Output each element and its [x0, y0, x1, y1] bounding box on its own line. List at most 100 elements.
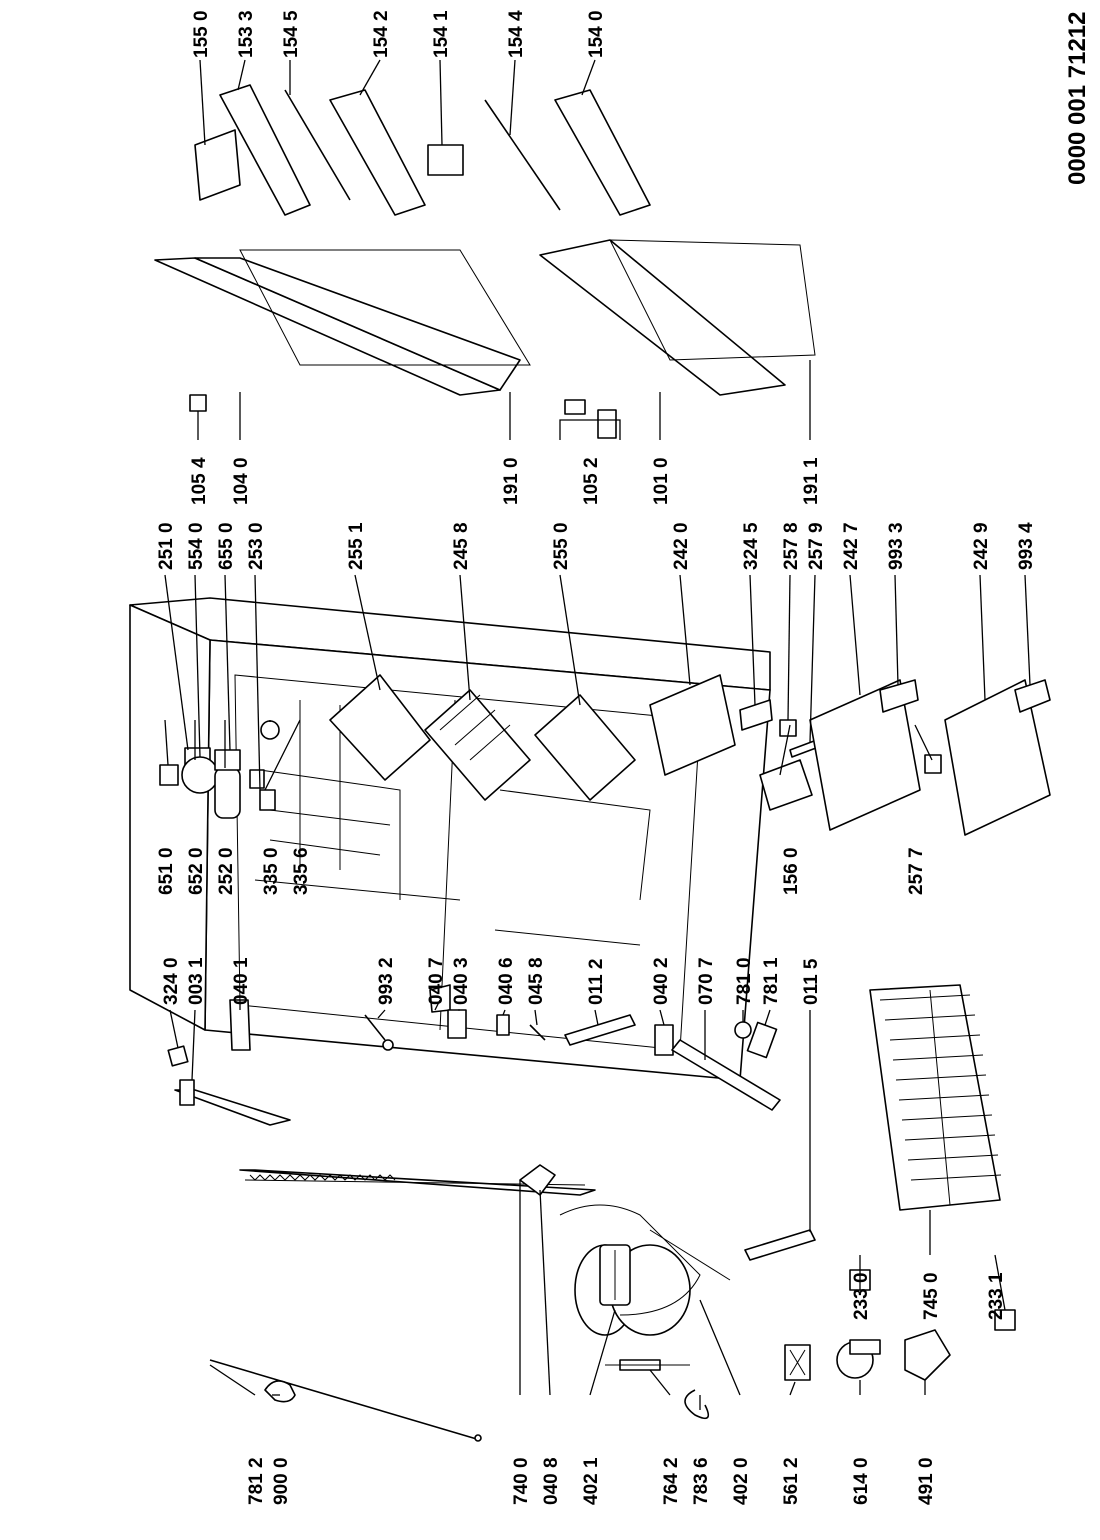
label-3245: 324 5: [741, 522, 762, 570]
label-2420: 242 0: [671, 522, 692, 570]
label-9934: 993 4: [1016, 522, 1037, 570]
leader-lines: [164, 59, 1031, 1410]
shelf-2550: [534, 694, 636, 801]
rail-0112: [564, 1014, 636, 1046]
balcony-1542: [329, 89, 426, 216]
cover-part: [904, 1329, 951, 1381]
label-6140: 614 0: [851, 1457, 872, 1505]
egg-tray-1560: [759, 759, 813, 811]
spring-clip: [684, 1389, 710, 1420]
plug-7811: [746, 1021, 778, 1059]
hinge-0403: [447, 1009, 467, 1039]
hinge-0401: [229, 999, 251, 1051]
label-1533: 153 3: [236, 10, 257, 58]
label-7400: 740 0: [511, 1457, 532, 1505]
label-7450: 745 0: [921, 1272, 942, 1320]
label-1560: 156 0: [781, 847, 802, 895]
label-3240: 324 0: [161, 957, 182, 1005]
label-4910: 491 0: [916, 1457, 937, 1505]
clip-2577: [924, 754, 942, 774]
egg-holder-1550: [194, 129, 241, 201]
label-1544: 154 4: [506, 10, 527, 58]
label-0406: 040 6: [496, 957, 517, 1005]
trim-0707: [671, 1039, 781, 1111]
wire-rack: [869, 984, 1002, 1211]
grommet-7810: [734, 1021, 752, 1039]
label-1911: 191 1: [801, 457, 822, 505]
thermostat-part: [836, 1339, 881, 1379]
clip-1052: [564, 399, 617, 439]
label-9932: 993 2: [376, 957, 397, 1005]
drawing-number: 0000 001 71212: [1064, 11, 1091, 185]
bar-1544: [484, 99, 561, 211]
part-labels: 781 2 900 0 740 0 040 8 402 1 764 2 783 …: [156, 10, 1037, 1505]
label-0031: 003 1: [186, 957, 207, 1005]
balcony-1533: [219, 84, 311, 216]
label-0401: 040 1: [231, 957, 252, 1005]
label-4020: 402 0: [731, 1457, 752, 1505]
label-0112: 011 2: [586, 959, 607, 1006]
drain-tube: [209, 1359, 482, 1442]
label-1054: 105 4: [189, 457, 210, 505]
label-1910: 191 0: [501, 457, 522, 505]
handle-9933: [879, 679, 919, 713]
cabinet-body: [129, 597, 771, 1081]
wire-9932: [364, 1014, 394, 1051]
label-9933: 993 3: [886, 522, 907, 570]
top-trim: [174, 1079, 291, 1126]
label-0402: 040 2: [651, 957, 672, 1005]
label-1040: 104 0: [231, 457, 252, 505]
lamp-group: [159, 720, 280, 819]
label-2330: 233 0: [851, 1272, 872, 1320]
label-0115: 011 5: [801, 958, 822, 1005]
label-2429: 242 9: [971, 522, 992, 570]
label-2578: 257 8: [781, 522, 802, 570]
label-1550: 155 0: [191, 10, 212, 58]
label-2530: 253 0: [246, 522, 267, 570]
label-2520: 252 0: [216, 847, 237, 895]
balcony-1540: [554, 89, 651, 216]
label-6550: 655 0: [216, 522, 237, 570]
shelf-2551: [329, 674, 431, 781]
label-7811: 781 1: [761, 957, 782, 1005]
label-1542: 154 2: [371, 10, 392, 58]
label-4021: 402 1: [581, 1457, 602, 1505]
label-3356: 335 6: [291, 847, 312, 895]
top-cover-3240: [167, 1045, 189, 1067]
label-6520: 652 0: [186, 847, 207, 895]
label-9000: 900 0: [271, 1457, 292, 1505]
label-2577: 257 7: [906, 847, 927, 895]
label-1540: 154 0: [586, 10, 607, 58]
label-0408: 040 8: [541, 1457, 562, 1505]
label-1052: 105 2: [581, 457, 602, 505]
compressor-housing: [559, 1204, 731, 1316]
label-1010: 101 0: [651, 457, 672, 505]
label-2579: 257 9: [806, 522, 827, 570]
label-2427: 242 7: [841, 522, 862, 570]
label-2510: 251 0: [156, 522, 177, 570]
bracket-0408: [519, 1164, 556, 1196]
label-5612: 561 2: [781, 1457, 802, 1505]
label-2550: 255 0: [551, 522, 572, 570]
label-6510: 651 0: [156, 847, 177, 895]
label-3350: 335 0: [261, 847, 282, 895]
clip-1541: [427, 144, 464, 176]
label-2458: 245 8: [451, 522, 472, 570]
drawer-2427: [809, 679, 921, 831]
shelf-2458: [424, 689, 531, 801]
cover-3245: [739, 699, 773, 731]
pin-0406: [496, 1014, 510, 1036]
label-7836: 783 6: [691, 1457, 712, 1505]
label-0403: 040 3: [451, 957, 472, 1005]
rail-0115: [744, 1229, 816, 1261]
drawer-2429: [944, 679, 1051, 836]
label-7642: 764 2: [661, 1457, 682, 1505]
relay-part: [784, 1344, 811, 1381]
clip-part: [264, 1380, 296, 1403]
label-0458: 045 8: [526, 957, 547, 1005]
condenser-grid: [239, 1169, 596, 1196]
compressor-unit: [574, 1244, 691, 1336]
screw-0458: [529, 1024, 546, 1041]
label-5540: 554 0: [186, 522, 207, 570]
